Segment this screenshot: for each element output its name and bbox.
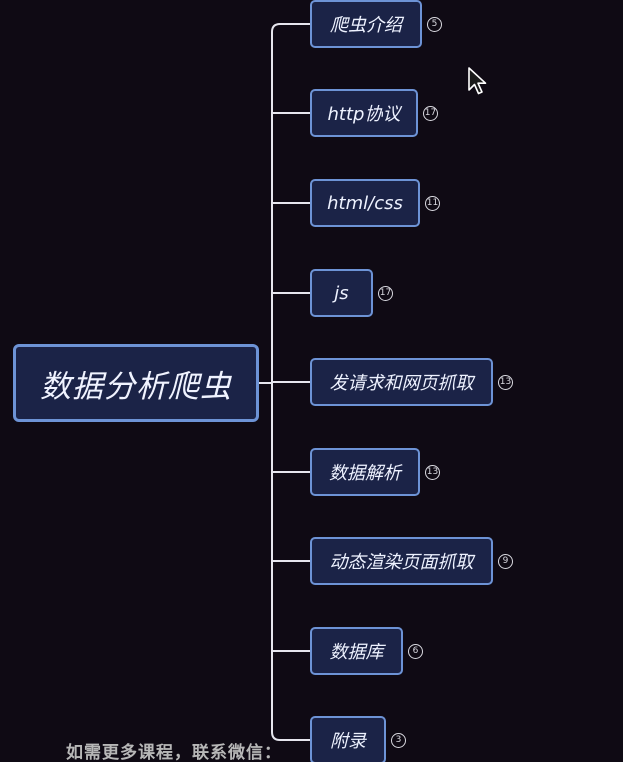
branch-node-js[interactable]: js	[310, 269, 373, 317]
branch-node-label: 附录	[330, 731, 366, 752]
branch-node-label: js	[334, 282, 349, 304]
count-badge[interactable]: 9	[498, 553, 513, 569]
count-badge[interactable]: 17	[423, 105, 438, 121]
count-badge-value: 17	[424, 107, 437, 118]
branch-node-label: 数据解析	[329, 463, 401, 484]
count-badge[interactable]: 13	[498, 374, 513, 390]
count-badge-value: 9	[502, 555, 509, 566]
count-badge-value: 6	[412, 645, 419, 656]
branch-node-label: html/css	[327, 192, 403, 214]
count-badge-value: 13	[426, 466, 439, 477]
count-badge[interactable]: 11	[425, 195, 440, 211]
branch-connector	[271, 731, 310, 741]
branch-node-label: 数据库	[329, 642, 384, 663]
branch-connector	[271, 23, 310, 33]
branch-node-label: 爬虫介绍	[330, 15, 402, 36]
branch-node-html-css[interactable]: html/css	[310, 179, 420, 227]
branch-node-data-parsing[interactable]: 数据解析	[310, 448, 420, 496]
branch-node-label: 发请求和网页抓取	[329, 373, 474, 394]
count-badge-value: 5	[431, 18, 438, 29]
count-badge[interactable]: 17	[378, 285, 393, 301]
root-node[interactable]: 数据分析爬虫	[13, 344, 259, 422]
branch-node-database[interactable]: 数据库	[310, 627, 403, 675]
watermark-text: 如需更多课程，联系微信：	[66, 743, 282, 762]
count-badge-value: 13	[499, 376, 512, 387]
branch-node-label: http协议	[327, 104, 401, 125]
branch-node-crawler-intro[interactable]: 爬虫介绍	[310, 0, 422, 48]
branch-node-dynamic-render[interactable]: 动态渲染页面抓取	[310, 537, 493, 585]
mouse-cursor-icon	[468, 67, 487, 95]
count-badge[interactable]: 5	[427, 16, 442, 32]
count-badge-value: 11	[426, 197, 439, 208]
count-badge-value: 17	[379, 287, 392, 298]
count-badge-value: 3	[395, 734, 402, 745]
count-badge[interactable]: 13	[425, 464, 440, 480]
branch-node-label: 动态渲染页面抓取	[329, 552, 474, 573]
count-badge[interactable]: 6	[408, 643, 423, 659]
count-badge[interactable]: 3	[391, 732, 406, 748]
root-node-label: 数据分析爬虫	[40, 368, 232, 405]
branch-node-request-and-fetch[interactable]: 发请求和网页抓取	[310, 358, 493, 406]
branch-node-http-protocol[interactable]: http协议	[310, 89, 418, 137]
branch-node-appendix[interactable]: 附录	[310, 716, 386, 762]
